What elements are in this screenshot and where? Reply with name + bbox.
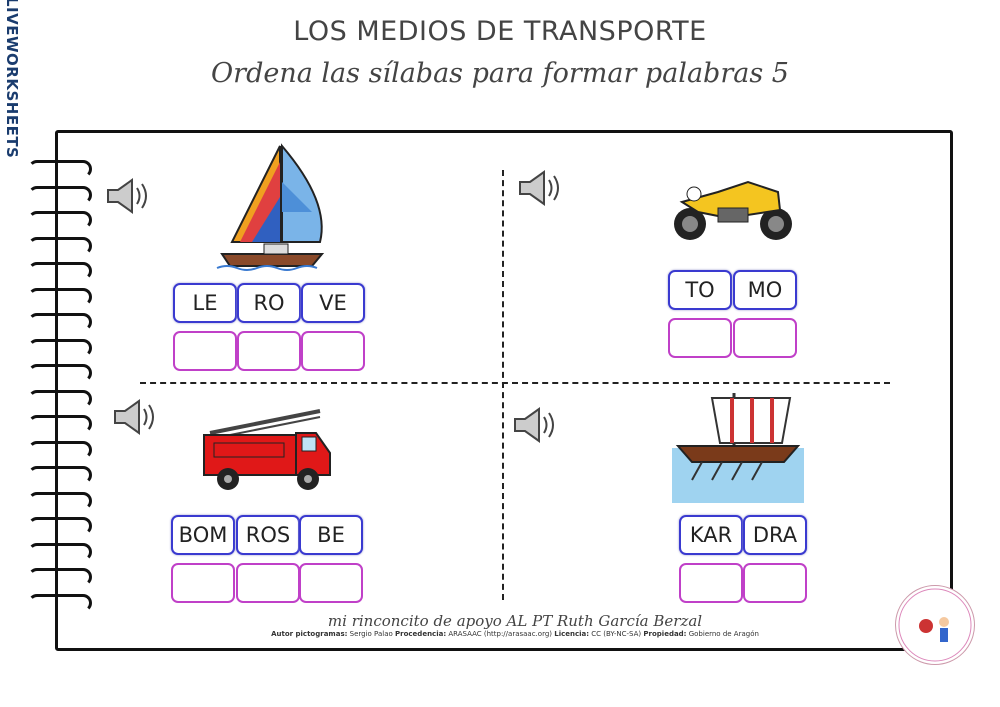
- spiral-ring: [28, 415, 92, 433]
- syllable-tile[interactable]: MO: [733, 270, 797, 310]
- footer-credit: mi rinconcito de apoyo AL PT Ruth García…: [327, 612, 703, 630]
- author-seal-logo: [895, 585, 975, 665]
- answer-slot[interactable]: [679, 563, 743, 603]
- vertical-divider: [502, 170, 504, 600]
- spiral-ring: [28, 338, 92, 357]
- spiral-ring: [28, 593, 92, 612]
- page-subtitle: Ordena las sílabas para formar palabras …: [211, 58, 789, 89]
- syllable-tile[interactable]: RO: [237, 283, 301, 323]
- syllable-tile[interactable]: ROS: [236, 515, 300, 555]
- syllable-tile[interactable]: LE: [173, 283, 237, 323]
- page-title: LOS MEDIOS DE TRANSPORTE: [293, 16, 707, 47]
- answer-slot[interactable]: [743, 563, 807, 603]
- syllable-tile[interactable]: VE: [301, 283, 365, 323]
- syllable-tile[interactable]: TO: [668, 270, 732, 310]
- spiral-ring: [28, 236, 92, 255]
- fire-truck-image: [203, 409, 331, 490]
- license-label: Procedencia:: [395, 630, 447, 638]
- footer-license: Autor pictogramas: Sergio Palao Proceden…: [0, 630, 1000, 638]
- spiral-ring: [28, 542, 92, 561]
- license-value: CC (BY-NC-SA): [591, 630, 642, 638]
- answer-slot[interactable]: [236, 563, 300, 603]
- syllable-tile[interactable]: BE: [299, 515, 363, 555]
- spiral-ring: [28, 287, 92, 306]
- speaker-icon[interactable]: [106, 176, 152, 216]
- spiral-ring: [28, 568, 92, 586]
- spiral-ring: [28, 211, 92, 229]
- motorcycle-image: [674, 180, 792, 240]
- answer-slot[interactable]: [299, 563, 363, 603]
- syllable-tile[interactable]: DRA: [743, 515, 807, 555]
- answer-slot[interactable]: [668, 318, 732, 358]
- speaker-icon[interactable]: [113, 397, 159, 437]
- syllable-tile[interactable]: KAR: [679, 515, 743, 555]
- speaker-icon[interactable]: [513, 405, 559, 445]
- syllable-tile[interactable]: BOM: [171, 515, 235, 555]
- license-value: ARASAAC (http://arasaac.org): [448, 630, 552, 638]
- spiral-ring: [28, 517, 92, 535]
- answer-slot[interactable]: [301, 331, 365, 371]
- spiral-ring: [28, 364, 92, 382]
- spiral-ring: [28, 466, 92, 484]
- license-value: Sergio Palao: [349, 630, 393, 638]
- license-label: Autor pictogramas:: [271, 630, 348, 638]
- spiral-ring: [28, 440, 92, 459]
- sailboat-image: [216, 143, 325, 271]
- spiral-ring: [28, 491, 92, 510]
- spiral-ring: [28, 262, 92, 280]
- spiral-ring: [28, 389, 92, 408]
- license-value: Gobierno de Aragón: [688, 630, 759, 638]
- spiral-ring: [28, 160, 92, 178]
- answer-slot[interactable]: [171, 563, 235, 603]
- galley-ship-image: [672, 393, 804, 503]
- horizontal-divider: [140, 382, 890, 384]
- speaker-icon[interactable]: [518, 168, 564, 208]
- license-label: Propiedad:: [643, 630, 687, 638]
- spiral-ring: [28, 313, 92, 331]
- answer-slot[interactable]: [173, 331, 237, 371]
- license-label: Licencia:: [554, 630, 590, 638]
- answer-slot[interactable]: [733, 318, 797, 358]
- answer-slot[interactable]: [237, 331, 301, 371]
- spiral-ring: [28, 185, 92, 204]
